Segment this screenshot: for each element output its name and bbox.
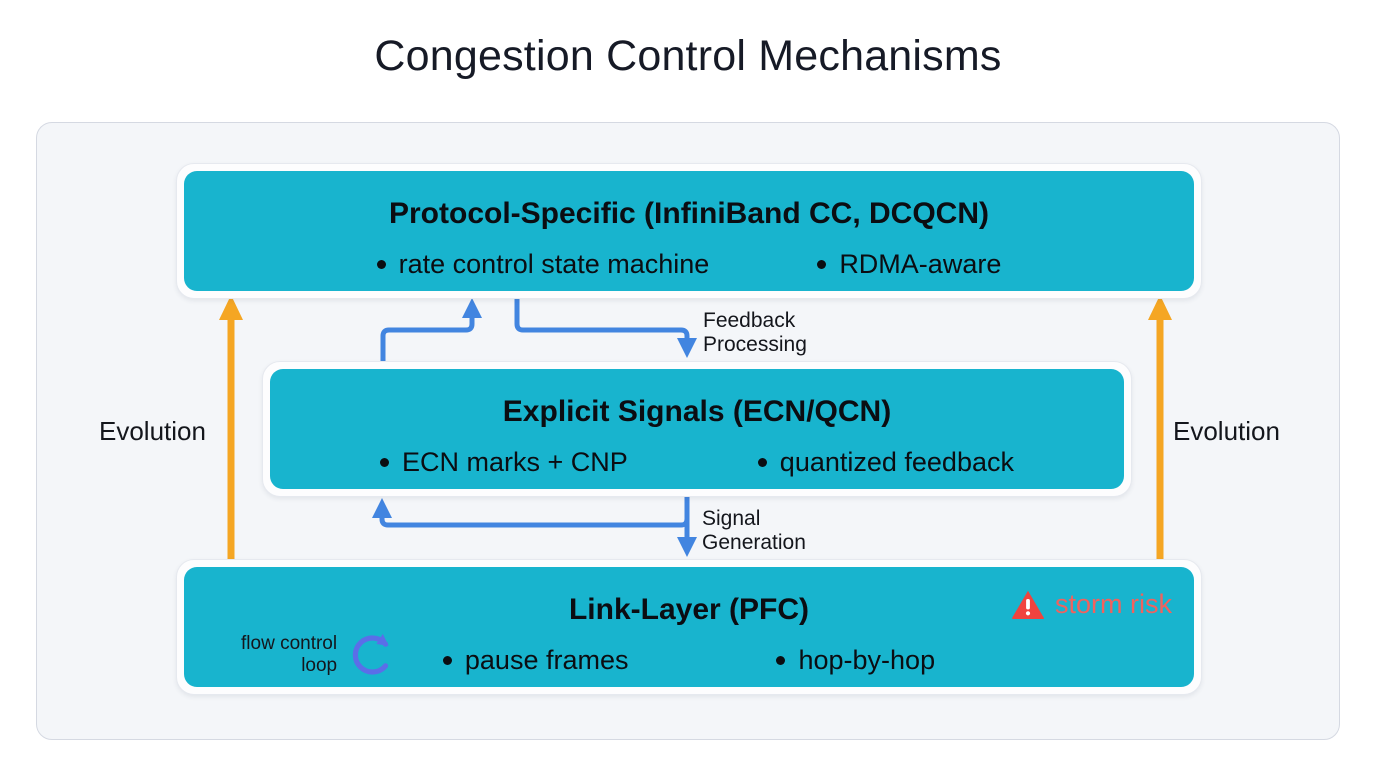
bullet-item: pause frames [442, 645, 629, 676]
bullet-dot-icon [817, 260, 827, 269]
bullet-dot-icon [376, 260, 386, 269]
bullet-label: quantized feedback [779, 447, 1014, 477]
flow-control-loop-badge: flow control loop [241, 627, 400, 683]
bullet-label: rate control state machine [398, 249, 710, 279]
layer-explicit-signals[interactable]: Explicit Signals (ECN/QCN) ECN marks + C… [262, 361, 1132, 497]
layer-link-layer-title: Link-Layer (PFC) [568, 593, 810, 626]
signal-generation-label-line2: Generation [702, 530, 806, 554]
bullet-item: RDMA-aware [817, 249, 1001, 280]
layer-protocol-specific-body: Protocol-Specific (InfiniBand CC, DCQCN)… [184, 171, 1194, 291]
signal-generation-label-line1: Signal [702, 507, 761, 530]
feedback-processing-label-line2: Processing [703, 332, 807, 356]
layer-explicit-signals-body: Explicit Signals (ECN/QCN) ECN marks + C… [270, 369, 1124, 489]
warning-triangle-icon [1012, 590, 1044, 619]
layer-protocol-specific[interactable]: Protocol-Specific (InfiniBand CC, DCQCN)… [176, 163, 1202, 299]
bullet-item: hop-by-hop [776, 645, 935, 676]
layer-explicit-signals-title: Explicit Signals (ECN/QCN) [502, 395, 892, 428]
bullet-item: rate control state machine [376, 249, 710, 280]
bullet-label: hop-by-hop [798, 645, 936, 675]
bullet-dot-icon [757, 458, 767, 467]
layer-protocol-specific-title: Protocol-Specific (InfiniBand CC, DCQCN) [389, 197, 989, 230]
layer-link-layer[interactable]: Link-Layer (PFC) pause frames hop-by-hop [176, 559, 1202, 695]
bullet-label: ECN marks + CNP [402, 447, 628, 477]
flow-control-loop-label-line1: flow control [241, 633, 338, 655]
evolution-label-right: Evolution [1173, 416, 1280, 446]
bullet-label: RDMA-aware [839, 249, 1002, 279]
layer-protocol-specific-bullets: rate control state machine RDMA-aware [184, 249, 1194, 280]
signal-generation-label: Signal Generation [702, 507, 806, 554]
storm-risk-badge: storm risk [1011, 589, 1172, 620]
flow-control-loop-label: flow control loop [241, 633, 337, 677]
layer-explicit-signals-bullets: ECN marks + CNP quantized feedback [270, 447, 1124, 478]
bullet-dot-icon [776, 656, 786, 665]
bullet-dot-icon [442, 656, 452, 665]
feedback-processing-label: Feedback Processing [703, 309, 807, 356]
bullet-label: pause frames [464, 645, 629, 675]
page-title: Congestion Control Mechanisms [374, 32, 1002, 80]
circular-arrow-icon [352, 633, 389, 675]
bullet-dot-icon [380, 458, 389, 467]
layer-link-layer-body: Link-Layer (PFC) pause frames hop-by-hop [184, 567, 1194, 687]
layer-link-layer-bullets: pause frames hop-by-hop [184, 645, 1194, 676]
flow-control-loop-label-line2: loop [301, 655, 338, 676]
feedback-processing-label-line1: Feedback [703, 309, 796, 332]
storm-risk-label: storm risk [1055, 589, 1172, 619]
bullet-item: ECN marks + CNP [380, 447, 628, 478]
bullet-item: quantized feedback [757, 447, 1014, 478]
evolution-label-left: Evolution [99, 416, 206, 446]
